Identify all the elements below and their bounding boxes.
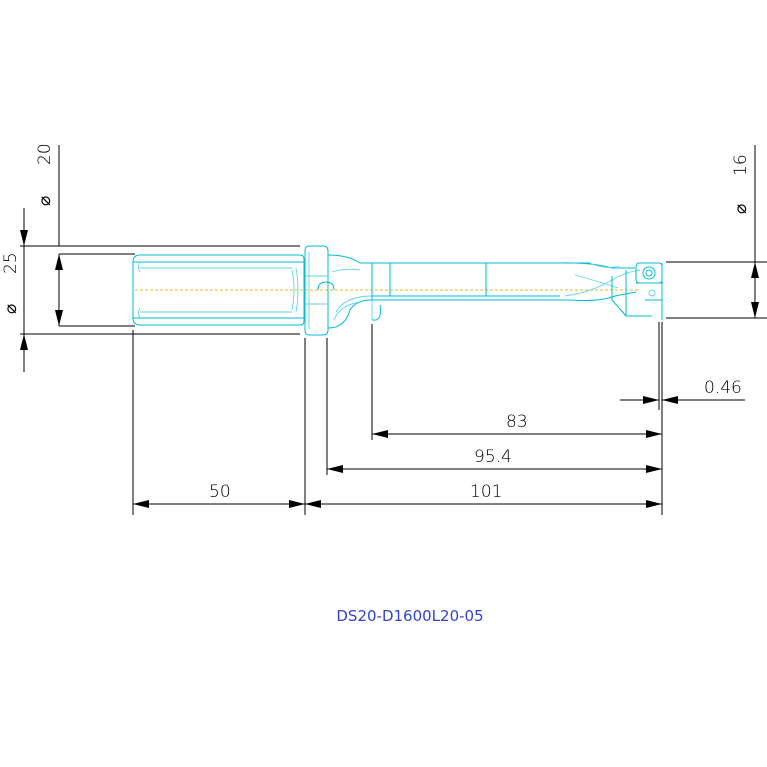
dia16-arrow-bottom [751,302,759,318]
len101-label: 101 [470,482,502,502]
dia20-value: 20 [35,143,55,165]
dimension-lines [20,145,767,515]
len83-label: 83 [506,412,528,432]
shank [132,254,305,326]
dia25-arrow-bottom [20,334,28,350]
len95-label: 95.4 [474,447,512,467]
flute-body [327,254,652,329]
dia16-arrow-top [751,262,759,278]
dia20-arrow-bottom [55,310,63,326]
offset-label: 0.46 [704,378,742,398]
dia25-symbol: ⌀ [1,304,21,314]
dia16-value: 16 [731,154,751,176]
dimension-labels: ⌀ 20 ⌀ 25 ⌀ 16 0.46 83 95.4 50 101 [1,143,751,502]
dia20-arrow-top [55,254,63,270]
drill-body [132,245,663,336]
insert-tip [635,262,663,320]
dia20-symbol: ⌀ [35,196,55,206]
flange [304,245,335,336]
part-number-label: DS20-D1600L20-05 [336,607,483,625]
dia25-value: 25 [1,252,21,274]
shank-length-label: 50 [209,482,231,502]
dia25-arrow-top [20,230,28,246]
dia16-symbol: ⌀ [731,204,751,214]
